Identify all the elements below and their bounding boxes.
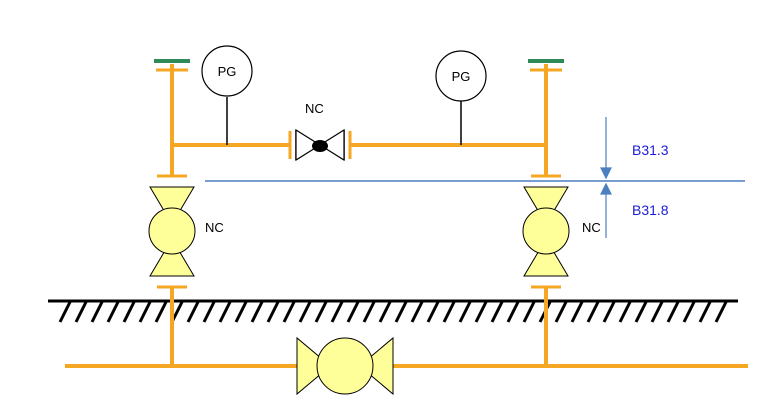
ground-hatch-mark: [442, 301, 456, 323]
code-label-b31-8: B31.8: [632, 202, 669, 218]
ground-hatch-mark: [682, 301, 696, 323]
ground-hatch-mark: [122, 301, 136, 323]
ground-hatch-mark: [394, 301, 408, 323]
code-label-b31-3: B31.3: [632, 142, 669, 158]
ball-valve-icon: [295, 128, 345, 162]
ground-hatch-mark: [570, 301, 584, 323]
ground-hatch-mark: [314, 301, 328, 323]
right-riser: [530, 64, 562, 366]
ground-hatch-mark: [202, 301, 216, 323]
ground-line: [48, 299, 738, 323]
ground-hatch-mark: [618, 301, 632, 323]
ground-hatch-mark: [250, 301, 264, 323]
ground-hatch-mark: [138, 301, 152, 323]
pressure-gauge-right: PG: [435, 50, 487, 145]
nc-label-right: NC: [582, 220, 601, 235]
ground-hatch-mark: [490, 301, 504, 323]
ground-hatch-mark: [410, 301, 424, 323]
ground-hatch-mark: [458, 301, 472, 323]
ground-hatch-mark: [330, 301, 344, 323]
left-riser: [156, 64, 188, 366]
ground-hatch-mark: [362, 301, 376, 323]
nc-label-crossover: NC: [305, 101, 324, 116]
pg-label-right: PG: [452, 69, 471, 84]
ground-hatch-mark: [698, 301, 712, 323]
ground-hatch-mark: [154, 301, 168, 323]
ground-hatch-mark: [426, 301, 440, 323]
ground-hatch-mark: [586, 301, 600, 323]
gate-valve-left-icon: [148, 186, 196, 277]
ground-hatch-mark: [474, 301, 488, 323]
ground-hatch-mark: [58, 301, 72, 323]
ground-hatch-mark: [106, 301, 120, 323]
ground-hatch-mark: [186, 301, 200, 323]
ground-hatch-mark: [714, 301, 728, 323]
ground-hatch-mark: [522, 301, 536, 323]
ground-hatch-mark: [634, 301, 648, 323]
ground-hatch-mark: [346, 301, 360, 323]
ground-hatch-mark: [234, 301, 248, 323]
ground-hatch-mark: [74, 301, 88, 323]
ground-hatch-mark: [298, 301, 312, 323]
ground-hatch-mark: [266, 301, 280, 323]
nc-label-left: NC: [205, 220, 224, 235]
pressure-gauge-left: PG: [201, 45, 253, 145]
ground-hatch-mark: [282, 301, 296, 323]
gate-valve-main-icon: [296, 336, 394, 396]
dimension-arrows: [600, 117, 612, 238]
gate-valve-right-icon: [522, 186, 570, 277]
ground-hatch-mark: [506, 301, 520, 323]
ground-hatch-mark: [378, 301, 392, 323]
crossover-pipe: [172, 131, 546, 159]
ground-hatch-mark: [218, 301, 232, 323]
ground-hatch-mark: [554, 301, 568, 323]
ground-hatch-mark: [650, 301, 664, 323]
ground-hatch-mark: [602, 301, 616, 323]
ground-hatch-mark: [666, 301, 680, 323]
ground-hatch-mark: [90, 301, 104, 323]
pg-label-left: PG: [218, 64, 237, 79]
